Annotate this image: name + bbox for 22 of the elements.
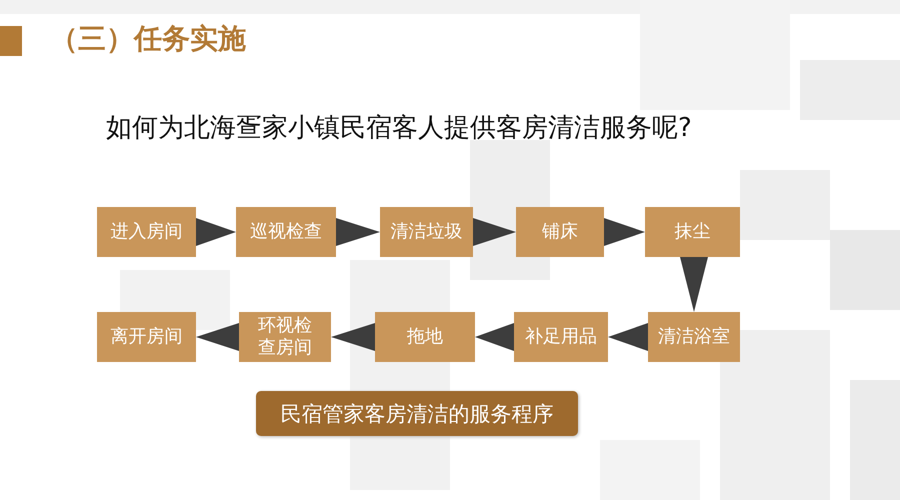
arrow (475, 323, 514, 351)
arrow (336, 218, 380, 246)
process-box: 清洁垃圾 (380, 207, 473, 257)
arrow (680, 257, 708, 312)
title: （三）任务实施 (50, 21, 246, 57)
caption-banner: 民宿管家客房清洁的服务程序 (256, 391, 578, 436)
arrow (196, 323, 239, 351)
process-box: 铺床 (516, 207, 604, 257)
arrow (473, 218, 516, 246)
question-text: 如何为北海疍家小镇民宿客人提供客房清洁服务呢? (106, 112, 692, 145)
arrow (604, 218, 645, 246)
process-box: 补足用品 (514, 312, 608, 362)
process-box: 抹尘 (645, 207, 740, 257)
process-box: 清洁浴室 (648, 312, 740, 362)
process-box: 拖地 (375, 312, 475, 362)
process-box: 离开房间 (97, 312, 196, 362)
arrow (608, 323, 648, 351)
arrow (331, 323, 375, 351)
process-box: 进入房间 (97, 207, 196, 257)
process-box: 环视检查房间 (239, 312, 331, 362)
arrow (196, 218, 236, 246)
process-box: 巡视检查 (236, 207, 336, 257)
